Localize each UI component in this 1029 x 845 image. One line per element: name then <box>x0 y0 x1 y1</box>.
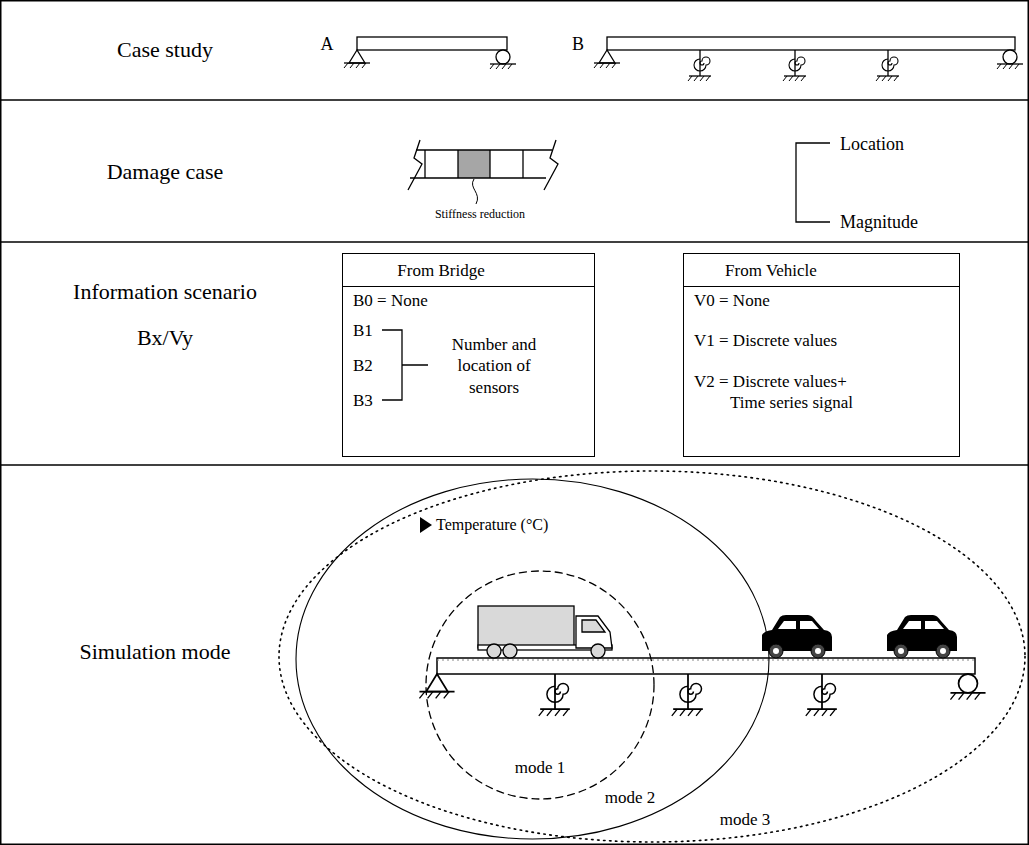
ellipse-outline <box>426 571 654 799</box>
row-divider <box>0 464 1029 465</box>
node-text: mode 2 <box>605 787 656 808</box>
car <box>887 615 957 658</box>
bracket <box>382 330 428 400</box>
row-label: Bx/Vy <box>137 324 193 352</box>
car <box>762 615 832 658</box>
node-text: B3 <box>353 390 373 411</box>
damaged-beam <box>408 140 558 204</box>
row-label: Case study <box>117 36 213 64</box>
bracket-label: Location <box>840 133 904 156</box>
mode-region: mode 3 Temperature (°C) mode 2 mode 1 <box>278 470 1026 843</box>
node-text: mode 3 <box>720 809 771 830</box>
row-label: Simulation mode <box>80 638 231 666</box>
case-letter: A <box>321 33 334 56</box>
bracket <box>796 143 830 222</box>
node-text: V2 = Discrete values+ Time series signal <box>694 371 880 414</box>
beam-a <box>344 37 516 69</box>
header-divider <box>343 286 594 287</box>
node-text: Temperature (°C) <box>436 515 548 535</box>
node-text: B1 <box>353 320 373 341</box>
bracket-label: Magnitude <box>840 211 918 234</box>
node-text: B0 = None <box>353 290 428 311</box>
mode-region: mode 1 <box>425 570 655 800</box>
case-letter: B <box>572 33 584 56</box>
row-divider <box>0 241 1029 242</box>
truck <box>478 606 612 658</box>
row-divider <box>0 99 1029 100</box>
bridge-model <box>419 658 985 716</box>
ellipse-outline <box>296 479 769 839</box>
ellipse-outline <box>278 470 1026 843</box>
header-divider <box>684 286 959 287</box>
mode-region: Temperature (°C) mode 2 mode 1 <box>295 478 770 840</box>
node-text: V1 = Discrete values <box>694 330 837 351</box>
node-text: From Bridge <box>397 260 484 281</box>
temperature-marker <box>420 517 432 533</box>
node-text: From Vehicle <box>725 260 817 281</box>
callout-text: Stiffness reduction <box>435 207 525 222</box>
info-box: From Vehicle V0 = None V1 = Discrete value… <box>683 253 960 457</box>
node-text: V0 = None <box>694 290 770 311</box>
row-label: Damage case <box>107 158 224 186</box>
beam-b <box>594 37 1023 81</box>
ellipse-outline <box>279 471 1025 842</box>
row-label: Information scenario <box>73 278 257 306</box>
node-text: mode 1 <box>515 757 566 778</box>
node-text: Number and location of sensors <box>437 334 552 398</box>
node-text: B2 <box>353 355 373 376</box>
info-box: From Bridge B0 = NoneB1B2B3 Number and loc… <box>342 253 595 457</box>
